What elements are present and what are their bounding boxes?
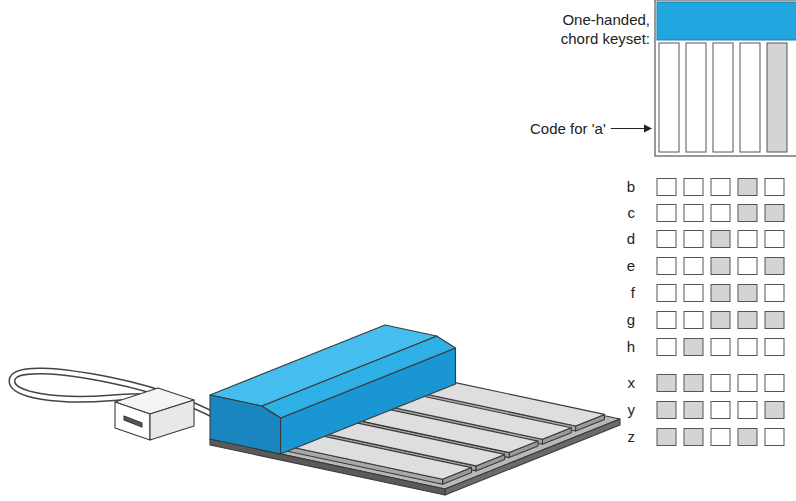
code-square	[657, 285, 676, 302]
code-square	[738, 231, 757, 248]
code-square	[711, 285, 730, 302]
code-square	[657, 205, 676, 222]
code-square	[738, 179, 757, 196]
code-square	[738, 312, 757, 329]
keyset-key	[740, 43, 760, 152]
code-square	[765, 231, 784, 248]
letter-label: g	[611, 310, 635, 329]
plug-slot	[124, 416, 142, 427]
bar-end	[210, 395, 281, 454]
code-square	[684, 402, 703, 419]
code-square	[657, 312, 676, 329]
code-square	[765, 312, 784, 329]
letter-label: f	[611, 283, 635, 302]
code-square	[657, 429, 676, 446]
arrowhead	[644, 125, 652, 133]
code-square	[711, 429, 730, 446]
code-square	[684, 312, 703, 329]
plug-side	[150, 400, 194, 440]
keyset-key	[713, 43, 733, 152]
keyset-bar	[657, 2, 796, 40]
code-square	[657, 375, 676, 392]
code-square	[738, 205, 757, 222]
code-square	[738, 339, 757, 356]
code-square	[684, 375, 703, 392]
letter-label: d	[611, 229, 635, 248]
plug	[115, 388, 194, 440]
code-rows	[657, 179, 784, 446]
letter-label: x	[611, 373, 635, 392]
code-square	[765, 285, 784, 302]
keyset-key	[686, 43, 706, 152]
code-square	[738, 402, 757, 419]
code-square	[765, 402, 784, 419]
code-square	[711, 258, 730, 275]
code-square	[765, 179, 784, 196]
code-square	[684, 258, 703, 275]
code-square	[765, 258, 784, 275]
code-square	[711, 231, 730, 248]
keyset-title: One-handed, chord keyset:	[545, 10, 650, 48]
letter-label: c	[611, 203, 635, 222]
code-square	[711, 179, 730, 196]
code-square	[738, 375, 757, 392]
code-square	[765, 339, 784, 356]
code-square	[711, 375, 730, 392]
code-square	[657, 231, 676, 248]
code-square	[657, 179, 676, 196]
code-square	[711, 205, 730, 222]
letter-label: b	[611, 177, 635, 196]
code-square	[765, 429, 784, 446]
code-square	[657, 402, 676, 419]
keyset-key	[659, 43, 679, 152]
code-square	[711, 339, 730, 356]
code-square	[684, 205, 703, 222]
code-square	[657, 339, 676, 356]
code-callout: Code for 'a'	[530, 119, 606, 138]
code-square	[657, 258, 676, 275]
code-square	[684, 231, 703, 248]
code-square	[765, 375, 784, 392]
letter-label: y	[611, 400, 635, 419]
code-square	[738, 258, 757, 275]
code-square	[738, 285, 757, 302]
letter-label: z	[611, 427, 635, 446]
code-square	[711, 402, 730, 419]
bar-top	[210, 325, 437, 406]
code-square	[765, 205, 784, 222]
code-square	[711, 312, 730, 329]
leader-line	[611, 128, 645, 129]
code-square	[684, 429, 703, 446]
code-square	[684, 285, 703, 302]
plug-front	[115, 402, 150, 440]
keyset-device	[210, 325, 620, 495]
keyset-top-view	[655, 0, 796, 156]
keyset-key	[767, 43, 787, 152]
code-square	[684, 179, 703, 196]
code-square	[738, 429, 757, 446]
letter-label: e	[611, 256, 635, 275]
letter-label: h	[611, 337, 635, 356]
code-square	[684, 339, 703, 356]
